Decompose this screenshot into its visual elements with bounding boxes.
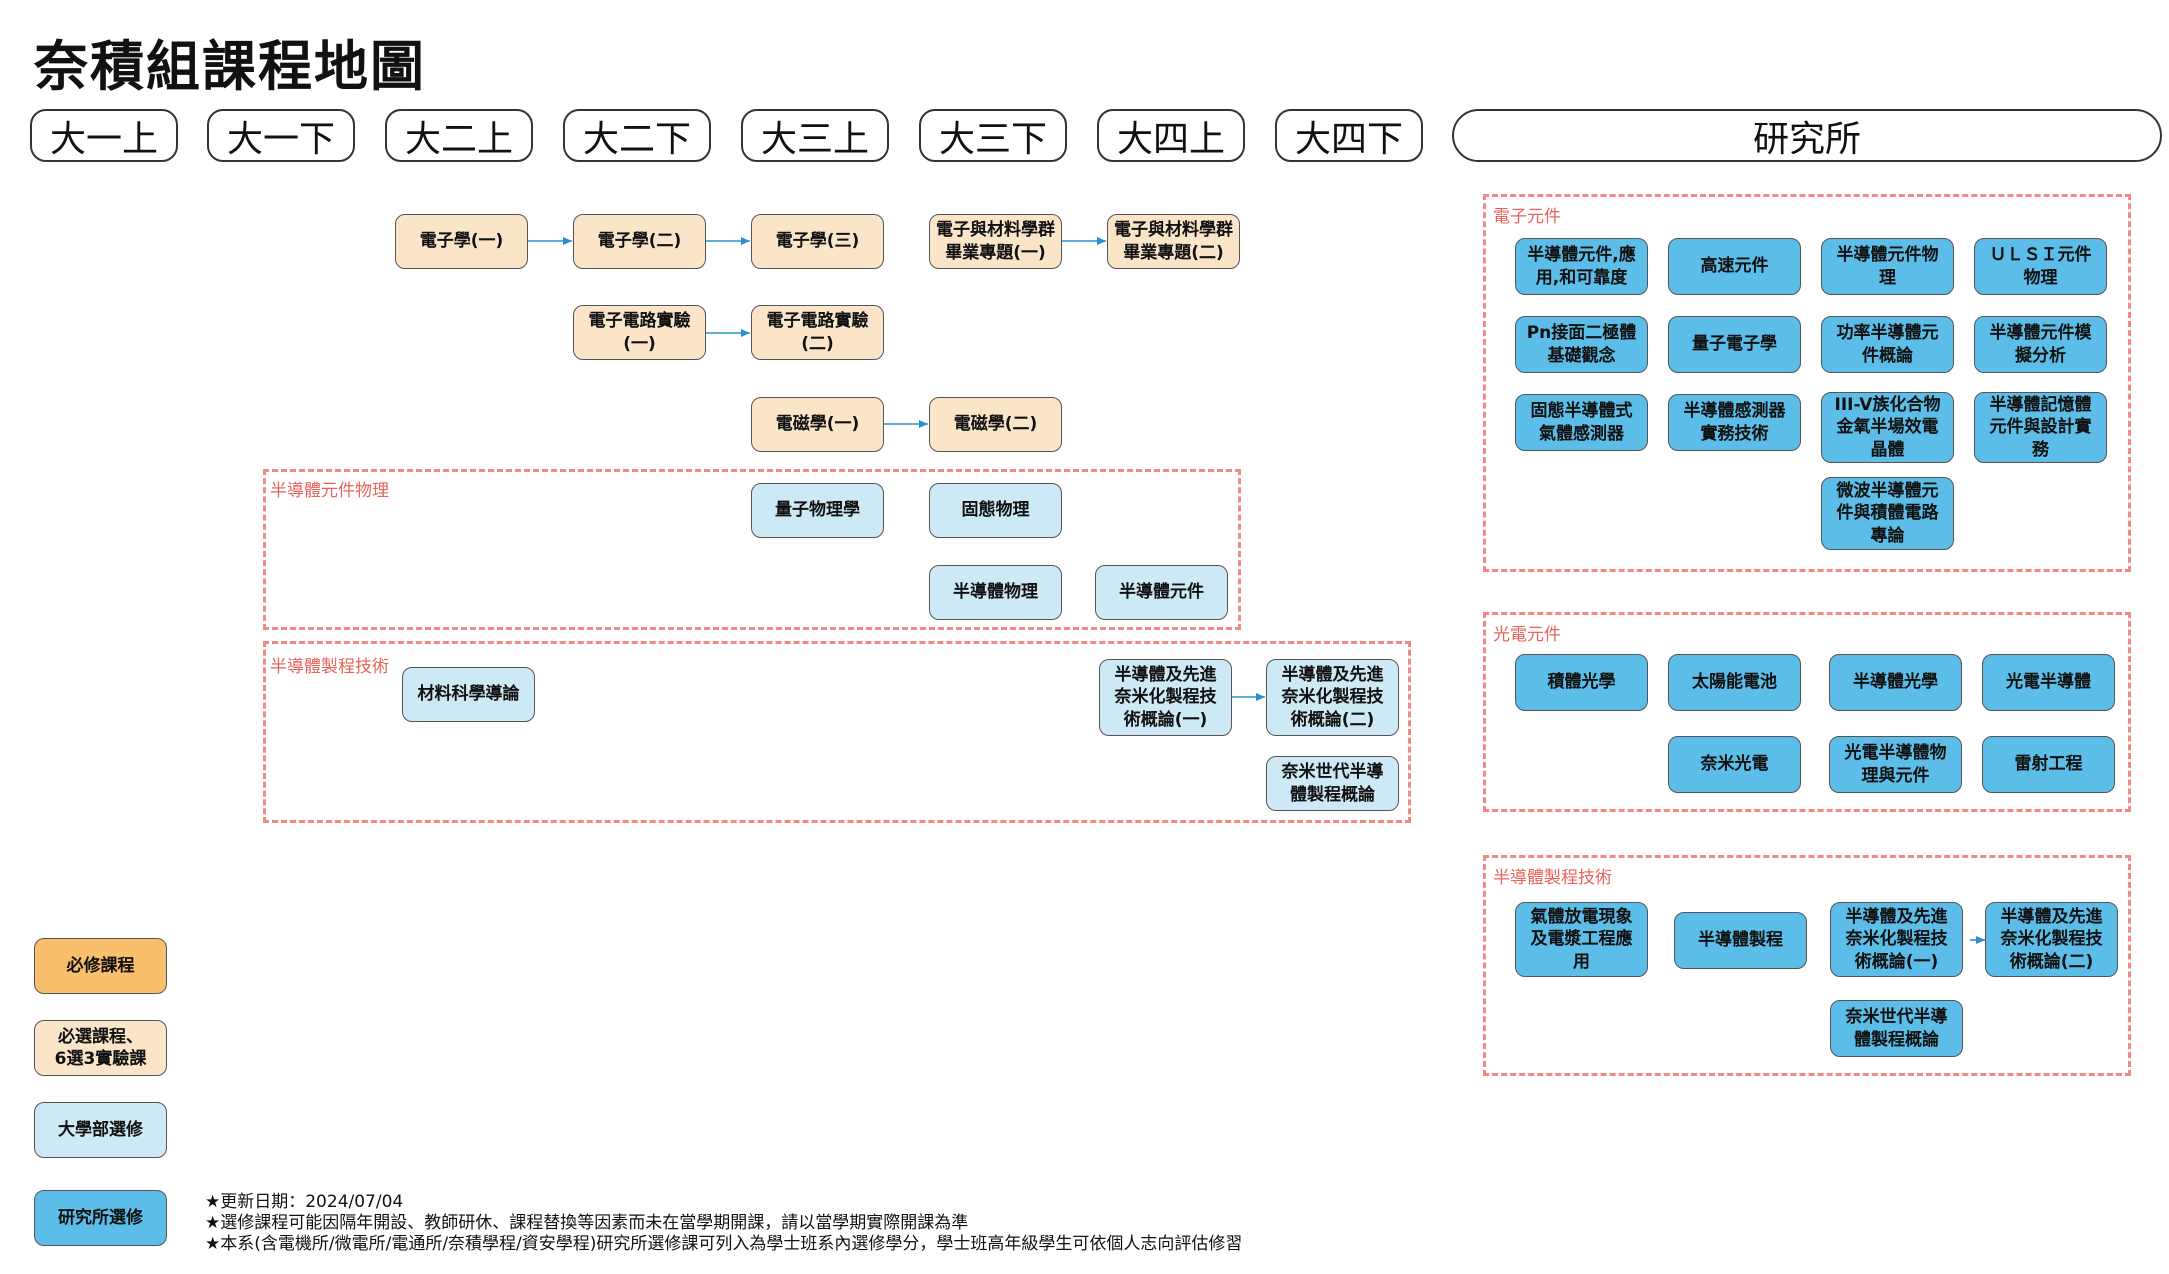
grad-course-quantum-electronics: 量子電子學 (1668, 316, 1801, 373)
legend-required: 必修課程 (34, 938, 167, 994)
grad-course-semiconductor-process: 半導體製程 (1674, 912, 1807, 969)
grad-course-solar-cells: 太陽能電池 (1668, 654, 1801, 711)
legend-grad-elective: 研究所選修 (34, 1190, 167, 1246)
grad-course-memory-devices: 半導體記憶體 元件與設計實 務 (1974, 392, 2107, 463)
grad-course-nano-process-2: 半導體及先進 奈米化製程技 術概論(二) (1985, 902, 2118, 977)
grad-course-high-speed-devices: 高速元件 (1668, 238, 1801, 295)
grad-course-microwave-devices: 微波半導體元 件與積體電路 專論 (1821, 477, 1954, 550)
grad-course-optoelectronic-physics: 光電半導體物 理與元件 (1829, 736, 1962, 793)
grad-group-optoelectronic (1483, 612, 2131, 812)
course-electronics-1: 電子學(一) (395, 214, 528, 269)
grad-course-semiconductor-optics: 半導體光學 (1829, 654, 1962, 711)
group-process-tech-label: 半導體製程技術 (270, 657, 389, 677)
page-title: 奈積組課程地圖 (34, 35, 426, 98)
semester-header-y1s1: 大一上 (30, 109, 178, 162)
group-process-tech (263, 641, 1411, 823)
grad-group-optoelectronic-label: 光電元件 (1493, 625, 1561, 645)
course-semiconductor-devices: 半導體元件 (1095, 565, 1228, 620)
grad-course-optoelectronic-semiconductors: 光電半導體 (1982, 654, 2115, 711)
grad-course-nano-process-1: 半導體及先進 奈米化製程技 術概論(一) (1830, 902, 1963, 977)
group-device-physics-label: 半導體元件物理 (270, 481, 389, 501)
grad-course-ulsi-device-physics: ＵＬＳＩ元件 物理 (1974, 238, 2107, 295)
grad-group-process (1483, 855, 2131, 1076)
course-electromagnetics-2: 電磁學(二) (929, 397, 1062, 452)
course-circuit-lab-1: 電子電路實驗 (一) (573, 305, 706, 360)
grad-course-integrated-optics: 積體光學 (1515, 654, 1648, 711)
course-quantum-physics: 量子物理學 (751, 483, 884, 538)
course-materials-science-intro: 材料科學導論 (402, 667, 535, 722)
group-device-physics (263, 469, 1241, 630)
course-circuit-lab-2: 電子電路實驗 (二) (751, 305, 884, 360)
course-nano-process-2: 半導體及先進 奈米化製程技 術概論(二) (1266, 659, 1399, 736)
grad-group-process-label: 半導體製程技術 (1493, 868, 1612, 888)
semester-header-y2s2: 大二下 (563, 109, 711, 162)
course-semiconductor-physics: 半導體物理 (929, 565, 1062, 620)
course-nano-generation-process: 奈米世代半導 體製程概論 (1266, 756, 1399, 811)
footnote-credit-policy: ★本系(含電機所/微電所/電通所/奈積學程/資安學程)研究所選修課可列入為學士班… (205, 1234, 1243, 1254)
footnote-update-date: ★更新日期：2024/07/04 (205, 1192, 404, 1212)
course-capstone-1: 電子與材料學群 畢業專題(一) (929, 214, 1062, 269)
grad-school-header: 研究所 (1452, 109, 2162, 162)
grad-course-nano-photonics: 奈米光電 (1668, 736, 1801, 793)
grad-group-electronic-label: 電子元件 (1493, 207, 1561, 227)
legend-elective-required: 必選課程、 6選3實驗課 (34, 1020, 167, 1076)
course-nano-process-1: 半導體及先進 奈米化製程技 術概論(一) (1099, 659, 1232, 736)
course-electromagnetics-1: 電磁學(一) (751, 397, 884, 452)
grad-course-device-simulation: 半導體元件模 擬分析 (1974, 316, 2107, 373)
semester-header-y4s2: 大四下 (1275, 109, 1423, 162)
grad-course-power-semiconductor: 功率半導體元 件概論 (1821, 316, 1954, 373)
grad-course-plasma-engineering: 氣體放電現象 及電漿工程應 用 (1515, 902, 1648, 977)
course-electronics-2: 電子學(二) (573, 214, 706, 269)
semester-header-y2s1: 大二上 (385, 109, 533, 162)
course-electronics-3: 電子學(三) (751, 214, 884, 269)
semester-header-y1s2: 大一下 (207, 109, 355, 162)
grad-course-nano-generation-process: 奈米世代半導 體製程概論 (1830, 1000, 1963, 1057)
grad-course-device-reliability: 半導體元件,應 用,和可靠度 (1515, 238, 1648, 295)
grad-group-electronic (1483, 194, 2131, 572)
grad-course-gas-sensor: 固態半導體式 氣體感測器 (1515, 394, 1648, 451)
footnote-course-availability: ★選修課程可能因隔年開設、教師研休、課程替換等因素而未在當學期開課，請以當學期實… (205, 1213, 969, 1233)
grad-course-sensor-practice: 半導體感測器 實務技術 (1668, 394, 1801, 451)
semester-header-y3s1: 大三上 (741, 109, 889, 162)
semester-header-y3s2: 大三下 (919, 109, 1067, 162)
course-capstone-2: 電子與材料學群 畢業專題(二) (1107, 214, 1240, 269)
legend-undergrad-elective: 大學部選修 (34, 1102, 167, 1158)
course-solid-state-physics: 固態物理 (929, 483, 1062, 538)
semester-header-y4s1: 大四上 (1097, 109, 1245, 162)
grad-course-laser-engineering: 雷射工程 (1982, 736, 2115, 793)
grad-course-iii-v-mosfet: III-V族化合物 金氧半場效電 晶體 (1821, 392, 1954, 463)
grad-course-pn-junction: Pn接面二極體 基礎觀念 (1515, 316, 1648, 373)
grad-course-device-physics: 半導體元件物 理 (1821, 238, 1954, 295)
